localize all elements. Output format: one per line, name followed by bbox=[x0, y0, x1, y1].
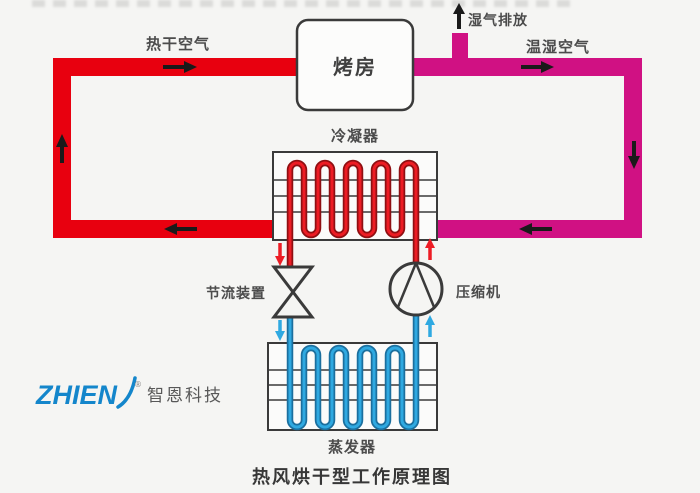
arrow-down-right-duct bbox=[628, 141, 640, 169]
arrow-up-to-compressor bbox=[425, 315, 435, 337]
zhien-logo: ZHIEN ® 智恩科技 bbox=[36, 375, 223, 409]
throttle-valve-symbol bbox=[270, 265, 316, 319]
arrow-left-bottom-hot bbox=[164, 223, 197, 235]
logo-swoosh-icon bbox=[116, 376, 137, 409]
arrow-down-to-evaporator bbox=[275, 320, 285, 341]
warm-humid-air-label: 温湿空气 bbox=[525, 38, 590, 56]
arrow-up-to-condenser bbox=[425, 238, 435, 260]
compressor-symbol bbox=[388, 261, 444, 317]
evaporator-coil bbox=[286, 314, 420, 431]
arrow-right-top-humid bbox=[521, 61, 554, 73]
refrigerant-arrows bbox=[275, 238, 435, 341]
arrow-down-to-throttle bbox=[275, 243, 285, 266]
arrow-right-top-hot bbox=[163, 61, 197, 73]
diagram-title: 热风烘干型工作原理图 bbox=[252, 467, 452, 488]
arrow-up-left-duct bbox=[56, 134, 68, 163]
airflow-arrows bbox=[56, 3, 640, 235]
condenser-label: 冷凝器 bbox=[330, 127, 379, 145]
condenser-coil-tube bbox=[288, 161, 418, 268]
registered-trademark-symbol: ® bbox=[134, 380, 142, 389]
evaporator-coil-tube bbox=[288, 314, 418, 429]
throttle-device-label: 节流装置 bbox=[206, 286, 266, 302]
moisture-exhaust-label: 湿气排放 bbox=[468, 13, 528, 29]
arrow-left-bottom-humid bbox=[519, 223, 552, 235]
arrow-up-exhaust bbox=[453, 3, 465, 29]
cropped-top-text-remnant bbox=[32, 0, 572, 7]
evaporator-label: 蒸发器 bbox=[327, 438, 376, 456]
compressor-label: 压缩机 bbox=[456, 285, 501, 301]
logo-chinese-name: 智恩科技 bbox=[147, 386, 223, 406]
logo-wordmark: ZHIEN bbox=[36, 380, 117, 410]
evaporator-box bbox=[267, 342, 438, 431]
hot-air-duct bbox=[53, 58, 305, 238]
exhaust-stub-pipe bbox=[452, 33, 468, 61]
humid-air-duct bbox=[408, 33, 642, 238]
condenser-coil bbox=[286, 159, 420, 268]
hot-dry-air-label: 热干空气 bbox=[145, 35, 210, 53]
drying-room-box bbox=[295, 18, 415, 112]
drying-room-label: 烤房 bbox=[333, 54, 377, 79]
